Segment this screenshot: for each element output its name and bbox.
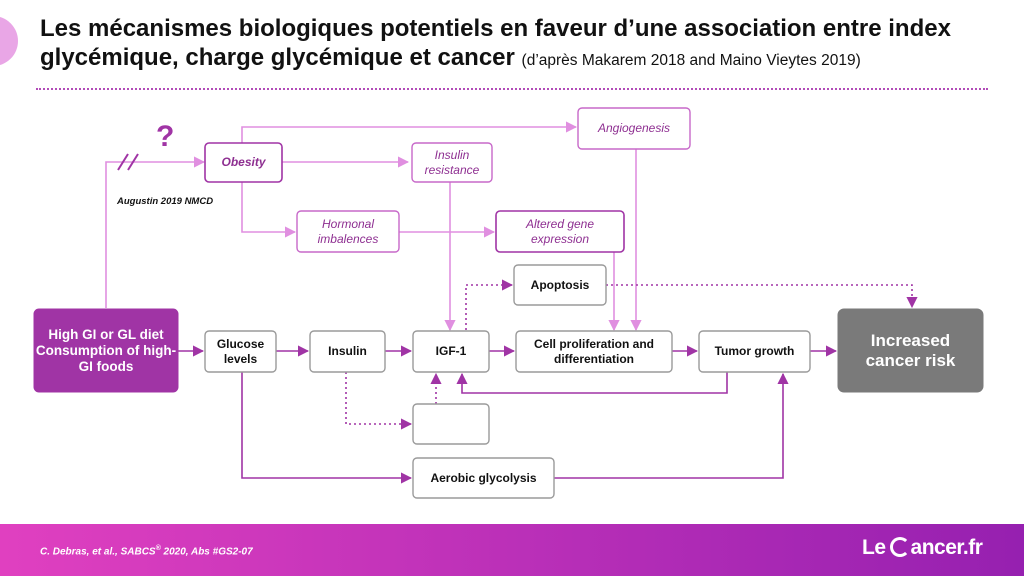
question-mark: ? (156, 120, 175, 153)
citation-text: C. Debras, et al., SABCS (40, 546, 156, 558)
box-cell-prolif (515, 330, 673, 373)
title-main: Les mécanismes biologiques potentiels en… (40, 15, 951, 71)
citation-rest: 2020, Abs #GS2-07 (160, 546, 253, 558)
box-igbfp3 (412, 403, 490, 445)
title-divider (36, 88, 988, 90)
arrow-obesity-to-angiogenesis (241, 121, 578, 144)
arrow-aerobic-to-tumor (554, 372, 789, 479)
box-aerobic (412, 457, 555, 499)
logo-text-left: Le (862, 536, 886, 559)
footer-bar: C. Debras, et al., SABCS® 2020, Abs #GS2… (0, 524, 1024, 576)
node-risk: Increased cancer risk (865, 330, 956, 370)
box-apoptosis (513, 264, 607, 306)
node-glucose: Glucose levels (216, 336, 265, 366)
arrow-tumor-feedback-to-igf1 (456, 372, 728, 394)
box-angiogenesis (577, 107, 691, 150)
node-igbfp3 (413, 404, 489, 444)
node-tumor: Tumor growth (714, 344, 795, 358)
uncertainty-hash (117, 153, 139, 171)
citation-registered-mark: ® (155, 545, 161, 552)
node-cell-prolif: Cell proliferation and differentiation (533, 336, 654, 366)
box-tumor (698, 330, 811, 373)
node-aerobic: Aerobic glycolysis (430, 470, 537, 485)
node-diet: High GI or GL diet Consumption of high-G… (35, 326, 177, 374)
box-insulin-resistance (411, 142, 493, 183)
corner-decoration (0, 16, 18, 66)
node-igf1: IGF-1 (435, 344, 467, 358)
title-source: (d’après Makarem 2018 and Maino Vieytes … (521, 52, 861, 69)
logo-text-right: ancer.fr (910, 536, 983, 559)
node-hormonal: Hormonal imbalences (317, 216, 379, 246)
node-obesity: Obesity (221, 155, 266, 169)
box-obesity (204, 142, 283, 183)
box-insulin (309, 330, 386, 373)
node-insulin-resistance: Insulin resistance (424, 147, 480, 177)
box-igf1 (412, 330, 490, 373)
lecancer-logo: Le ancer.fr (862, 536, 983, 560)
node-apoptosis: Apoptosis (530, 277, 590, 292)
box-hormonal (296, 210, 400, 253)
footer-citation: C. Debras, et al., SABCS® 2020, Abs #GS2… (40, 545, 253, 557)
box-risk (837, 308, 984, 393)
light-connectors (105, 121, 642, 332)
box-glucose (204, 330, 277, 373)
box-diet (33, 308, 179, 393)
node-altered-gene: Altered gene expression (525, 216, 595, 246)
node-boxes (33, 107, 984, 499)
arrow-insulin-to-igbfp3 (345, 372, 413, 430)
page-title: Les mécanismes biologiques potentiels en… (40, 14, 1015, 75)
arrow-apoptosis-to-risk (606, 284, 918, 309)
arrow-obesity-to-hormonal (241, 182, 297, 238)
arrow-glucose-to-aerobic (241, 372, 413, 484)
box-altered-gene (495, 210, 625, 253)
arrow-igf1-to-apoptosis (465, 279, 514, 330)
node-insulin: Insulin (328, 344, 367, 358)
reference-label: Augustin 2019 NMCD (117, 196, 214, 207)
node-angiogenesis: Angiogenesis (597, 121, 671, 135)
logo-c-icon (889, 537, 910, 557)
arrow-diet-to-obesity (105, 156, 206, 308)
dark-connectors (178, 279, 918, 484)
